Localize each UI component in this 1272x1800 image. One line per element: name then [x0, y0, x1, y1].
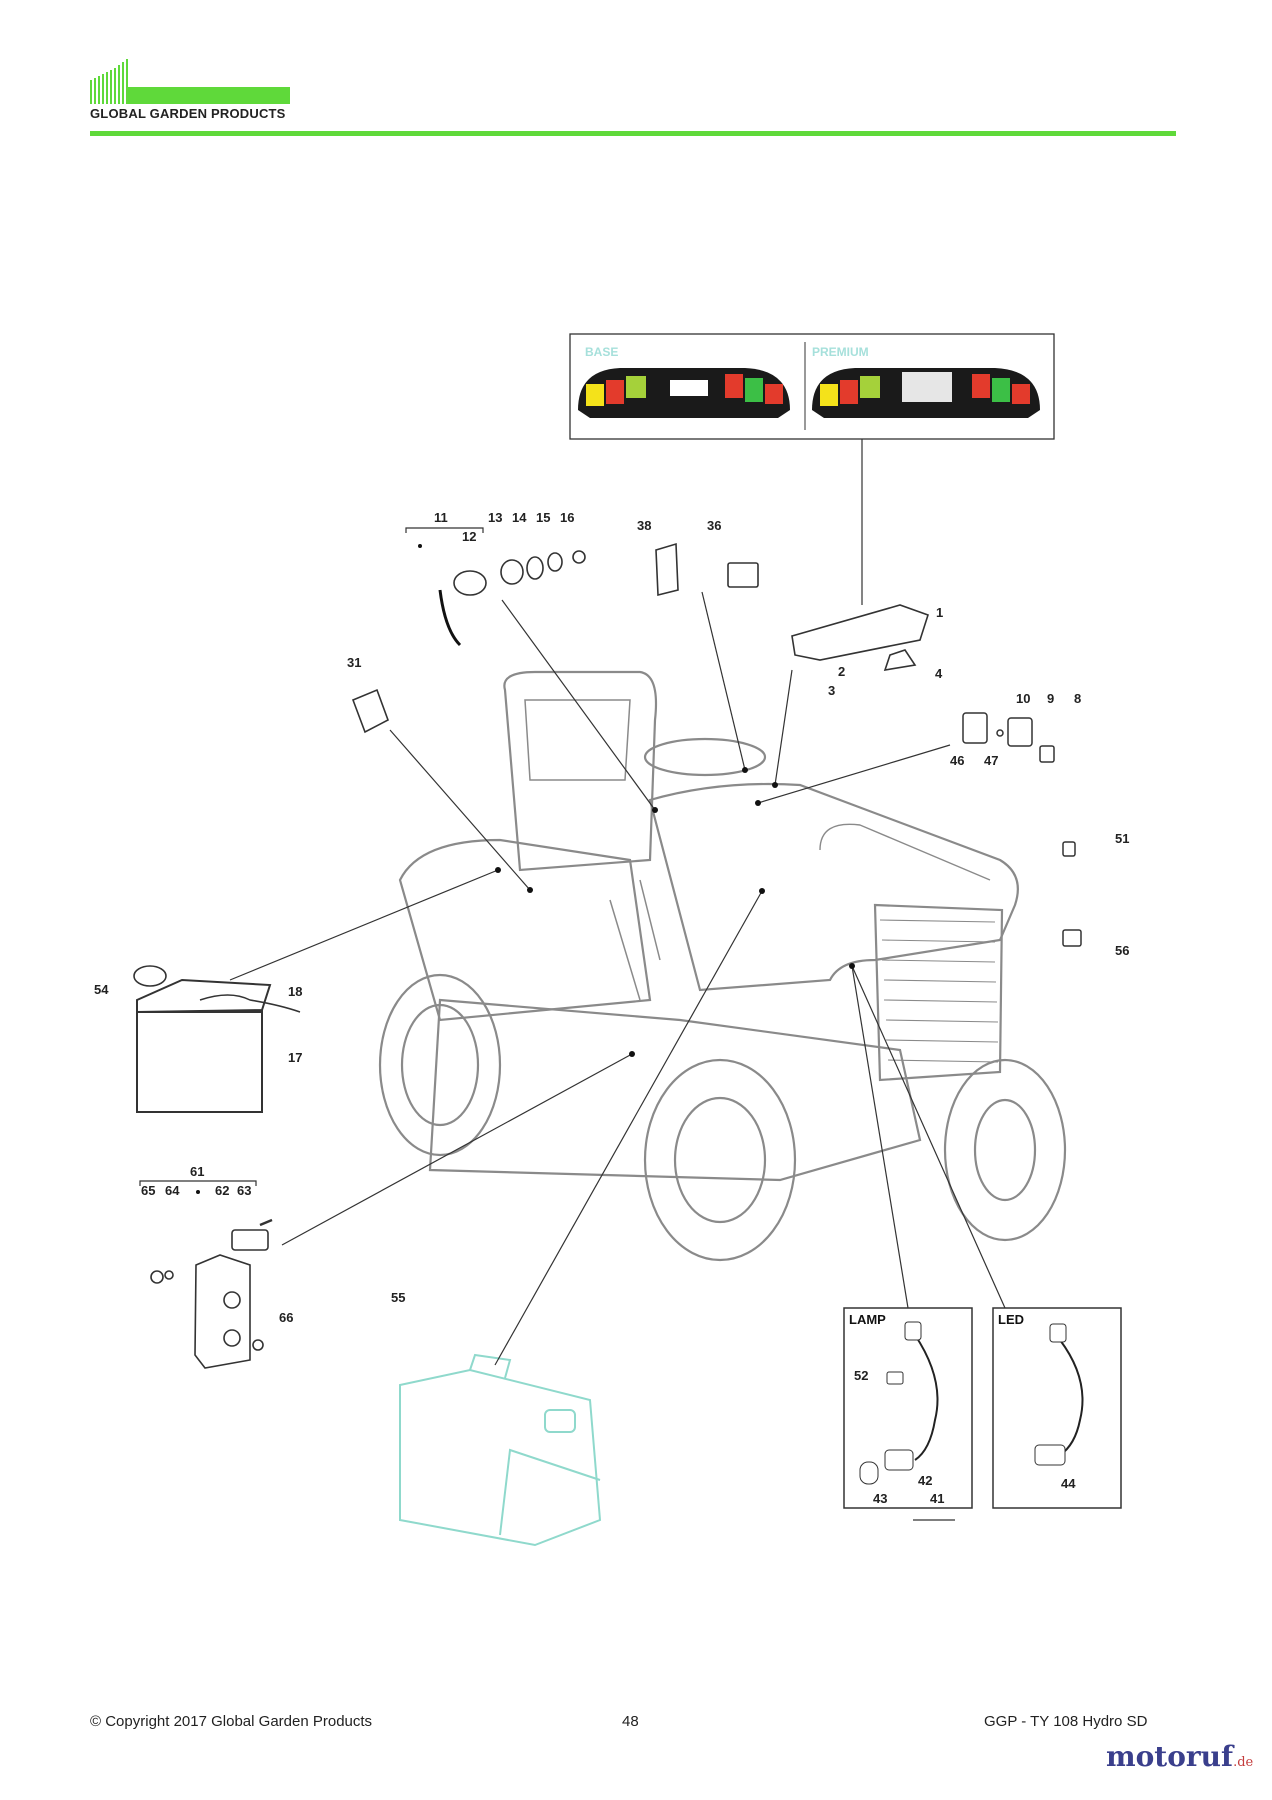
- base-dashboard-icon: [578, 368, 790, 418]
- callout-54: 54: [94, 982, 109, 997]
- callout-51: 51: [1115, 831, 1129, 846]
- watermark-logo: motoruf.de: [1106, 1740, 1253, 1773]
- callout-10: 10: [1016, 691, 1030, 706]
- lamp-inset-box: LAMP: [843, 1307, 973, 1509]
- callout-16: 16: [560, 510, 574, 525]
- callout-12: 12: [462, 529, 476, 544]
- callout-1: 1: [936, 605, 943, 620]
- callout-66: 66: [279, 1310, 293, 1325]
- ignition-switch-illustration: [438, 550, 586, 647]
- callout-3: 3: [828, 683, 835, 698]
- callout-52: 52: [854, 1368, 868, 1383]
- callout-13: 13: [488, 510, 502, 525]
- callout-63: 63: [237, 1183, 251, 1198]
- callout-44: 44: [1061, 1476, 1076, 1491]
- callout-46: 46: [950, 753, 964, 768]
- dashboard-base-label: BASE: [585, 345, 618, 359]
- dashboard-cover-illustration: [791, 604, 929, 672]
- callout-4: 4: [935, 666, 943, 681]
- callout-9: 9: [1047, 691, 1054, 706]
- switch-bracket-illustration: [150, 1218, 273, 1369]
- callout-brackets: [139, 527, 955, 1521]
- callout-8: 8: [1074, 691, 1081, 706]
- brand-name: GLOBAL GARDEN PRODUCTS: [90, 106, 286, 121]
- callout-41: 41: [930, 1491, 944, 1506]
- leader-dots: [196, 544, 855, 1194]
- callout-17: 17: [288, 1050, 302, 1065]
- footer-model: GGP - TY 108 Hydro SD: [984, 1713, 1148, 1730]
- dashboard-premium-label: PREMIUM: [812, 345, 869, 359]
- watermark-suffix: .de: [1233, 1755, 1254, 1770]
- lamp-label: LAMP: [849, 1312, 886, 1327]
- callout-38: 38: [637, 518, 651, 533]
- callout-62: 62: [215, 1183, 229, 1198]
- leader-lines: [229, 591, 1006, 1366]
- callout-numbers: 1 2 3 4 8 9 10 11 12 13 14 15 16 17 18 3…: [94, 510, 1129, 1506]
- ggp-logo-icon: [90, 59, 290, 104]
- led-inset-box: LED: [992, 1307, 1122, 1509]
- header-divider: [90, 131, 1176, 136]
- footer-copyright: © Copyright 2017 Global Garden Products: [90, 1713, 373, 1730]
- callout-65: 65: [141, 1183, 155, 1198]
- small-electrical-parts: [962, 712, 1082, 947]
- callout-61: 61: [190, 1164, 204, 1179]
- fuel-tank-illustration: [399, 1353, 602, 1547]
- switch-components: [351, 542, 759, 734]
- callout-14: 14: [512, 510, 527, 525]
- callout-15: 15: [536, 510, 550, 525]
- battery-illustration: [133, 965, 301, 1113]
- callout-43: 43: [873, 1491, 887, 1506]
- lawn-tractor-illustration: [378, 670, 1067, 1262]
- callout-18: 18: [288, 984, 302, 999]
- callout-47: 47: [984, 753, 998, 768]
- callout-56: 56: [1115, 943, 1129, 958]
- callout-36: 36: [707, 518, 721, 533]
- callout-2: 2: [838, 664, 845, 679]
- dashboard-panel: BASE PREMIUM: [569, 333, 1055, 440]
- callout-31: 31: [347, 655, 361, 670]
- callout-11: 11: [434, 510, 448, 525]
- footer-page-number: 48: [622, 1713, 639, 1730]
- callout-64: 64: [165, 1183, 180, 1198]
- callout-42: 42: [918, 1473, 932, 1488]
- callout-55: 55: [391, 1290, 405, 1305]
- watermark-text: motoruf: [1106, 1740, 1234, 1773]
- premium-dashboard-icon: [812, 368, 1040, 418]
- led-label: LED: [998, 1312, 1024, 1327]
